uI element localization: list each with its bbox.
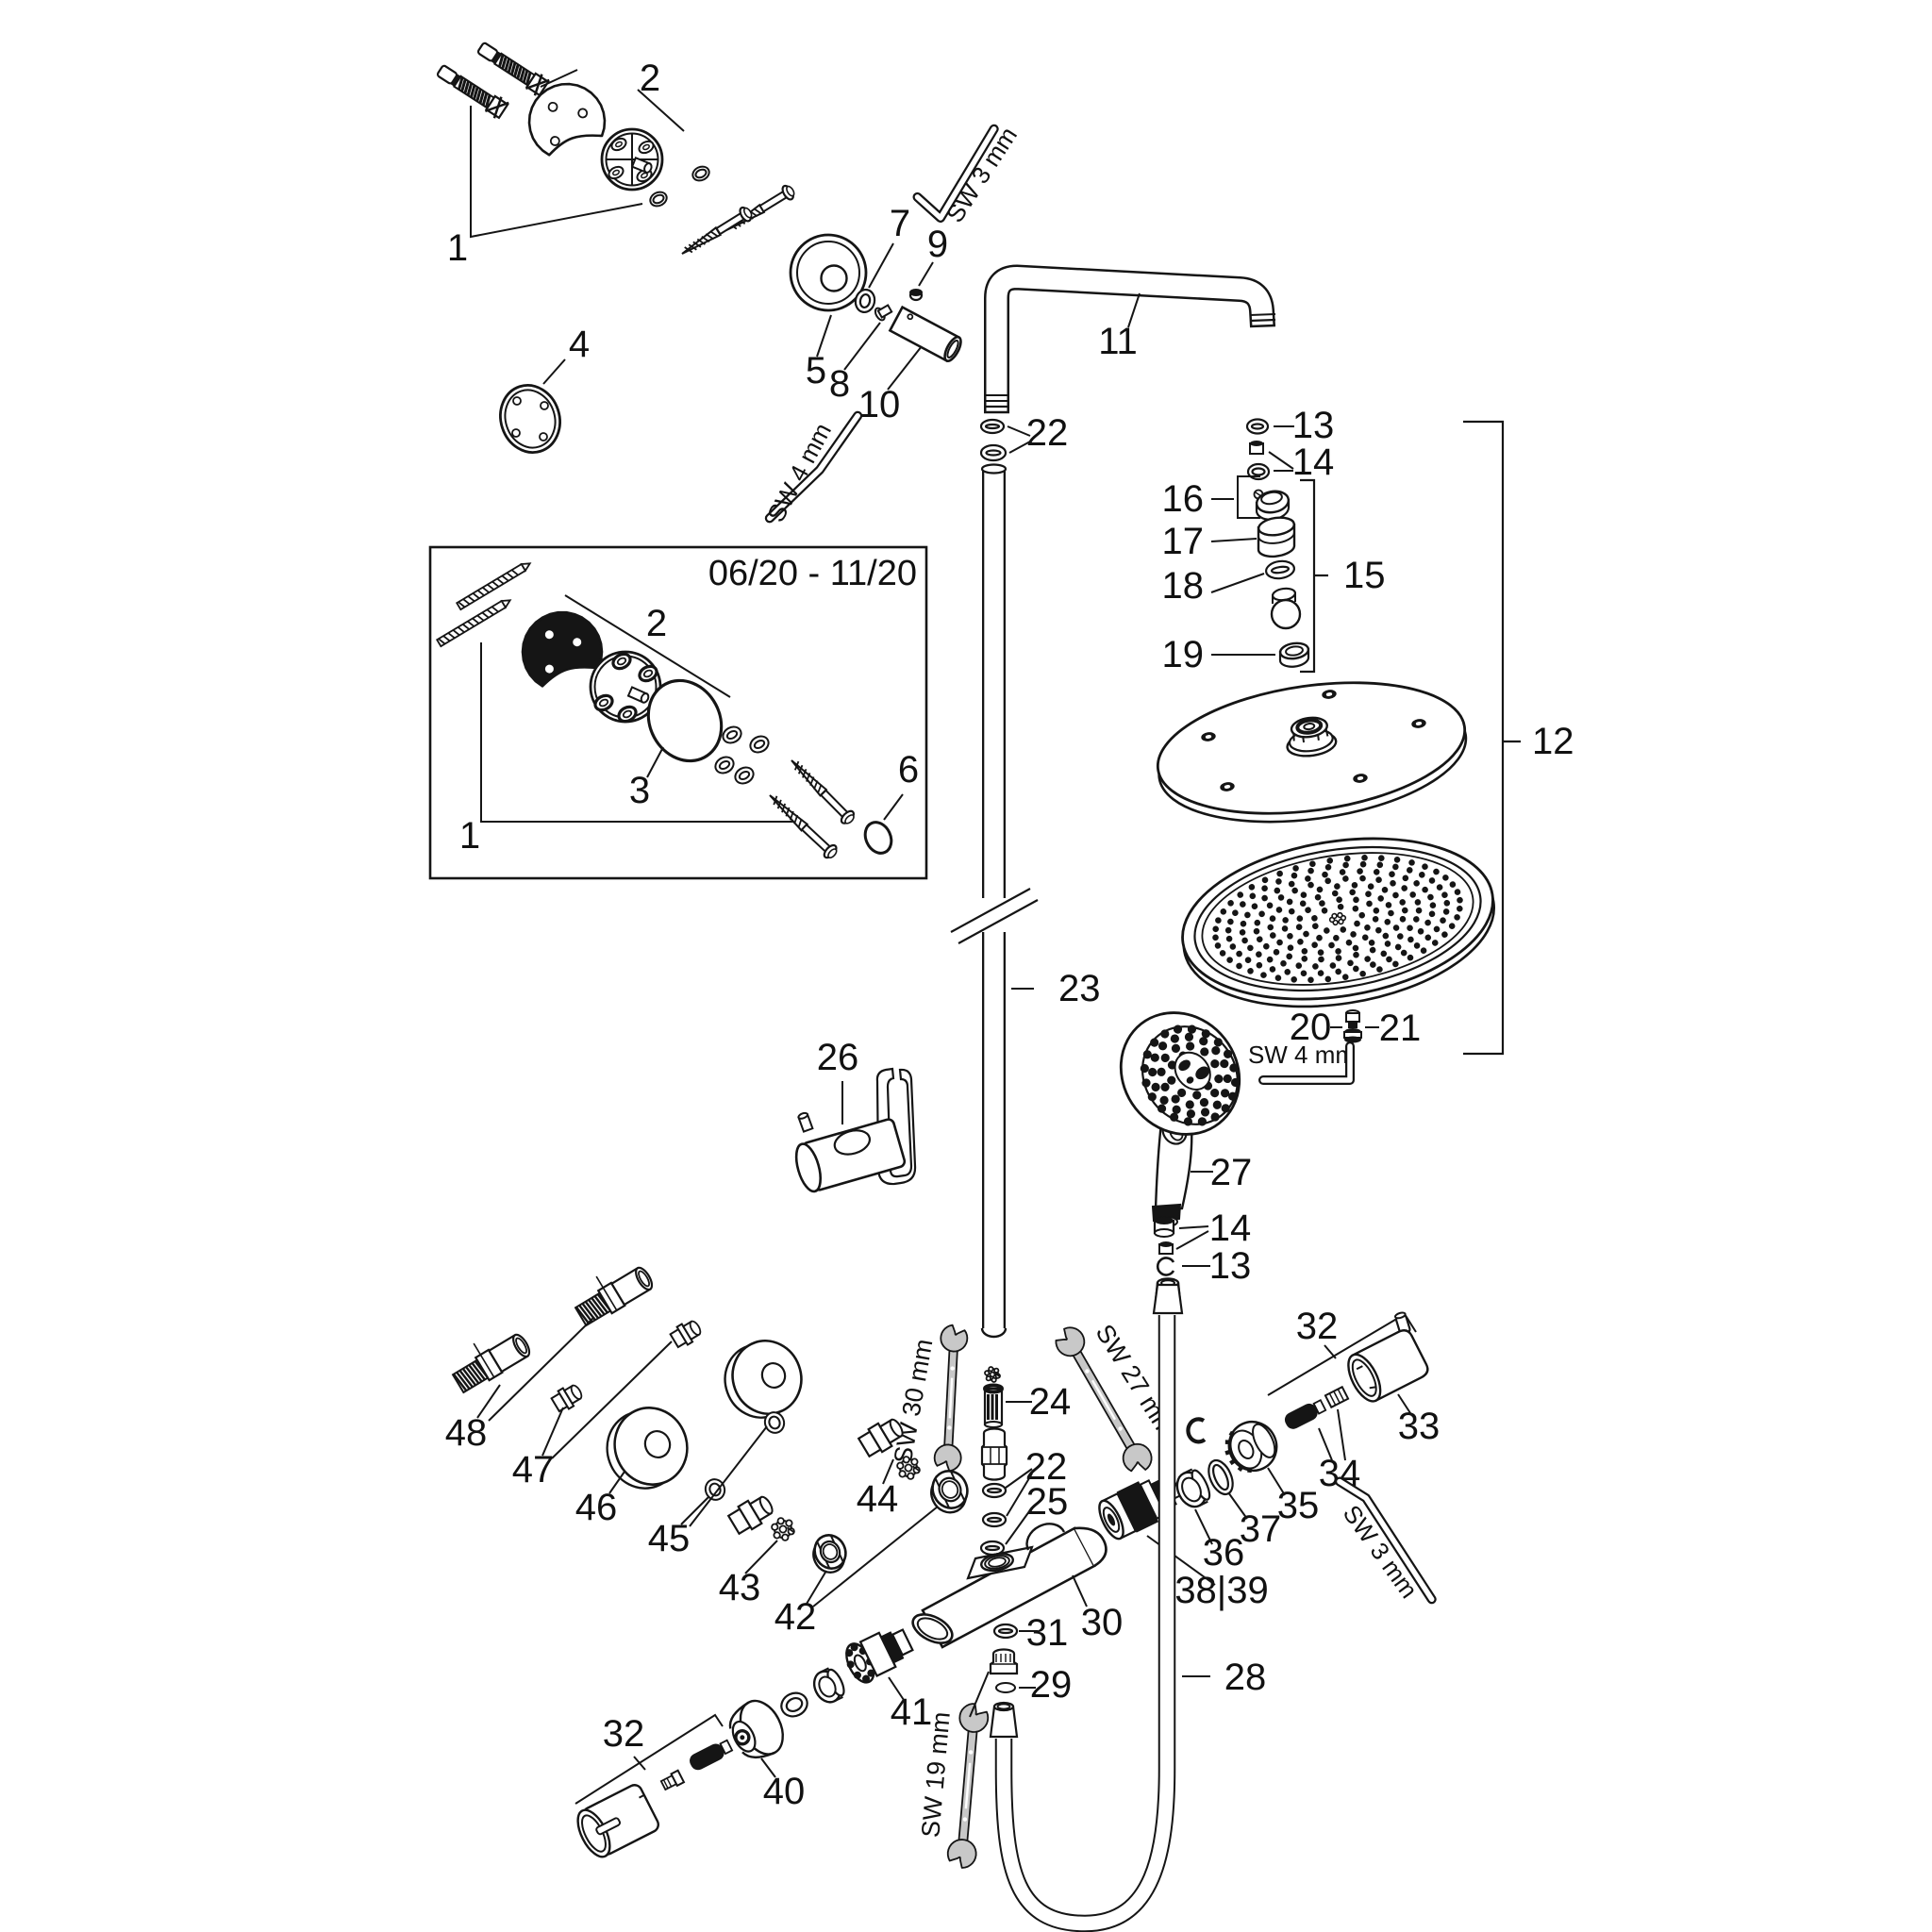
svg-text:14: 14 <box>1292 441 1335 483</box>
svg-text:SW 4 mm: SW 4 mm <box>1248 1041 1356 1069</box>
svg-text:47: 47 <box>512 1449 555 1491</box>
svg-text:41: 41 <box>891 1691 933 1733</box>
svg-text:26: 26 <box>817 1037 859 1078</box>
svg-text:32: 32 <box>603 1713 645 1755</box>
svg-text:19: 19 <box>1162 634 1205 675</box>
svg-text:14: 14 <box>1209 1208 1252 1249</box>
svg-text:43: 43 <box>719 1567 761 1608</box>
svg-text:18: 18 <box>1162 565 1205 607</box>
svg-text:1: 1 <box>447 227 468 269</box>
svg-text:44: 44 <box>857 1478 899 1520</box>
svg-text:06/20 - 11/20: 06/20 - 11/20 <box>708 554 917 593</box>
svg-text:35: 35 <box>1277 1485 1320 1526</box>
svg-text:24: 24 <box>1029 1381 1072 1423</box>
svg-text:11: 11 <box>1098 321 1138 362</box>
svg-text:42: 42 <box>774 1596 817 1638</box>
svg-text:9: 9 <box>927 224 948 265</box>
svg-text:5: 5 <box>806 350 826 391</box>
svg-text:48: 48 <box>445 1412 488 1454</box>
svg-text:4: 4 <box>569 324 590 365</box>
svg-text:2: 2 <box>640 58 660 99</box>
svg-text:22: 22 <box>1025 1446 1068 1488</box>
svg-text:6: 6 <box>898 749 919 791</box>
svg-text:22: 22 <box>1026 412 1069 454</box>
svg-text:46: 46 <box>575 1487 618 1528</box>
svg-text:2: 2 <box>646 603 667 644</box>
svg-text:7: 7 <box>890 203 910 244</box>
svg-text:31: 31 <box>1026 1612 1069 1654</box>
svg-text:23: 23 <box>1058 968 1101 1009</box>
svg-text:17: 17 <box>1162 521 1205 562</box>
svg-text:37: 37 <box>1240 1508 1282 1550</box>
svg-text:8: 8 <box>829 363 850 405</box>
svg-text:33: 33 <box>1398 1406 1441 1447</box>
svg-text:12: 12 <box>1532 721 1574 762</box>
svg-text:38|39: 38|39 <box>1174 1570 1268 1611</box>
svg-text:13: 13 <box>1209 1245 1252 1287</box>
svg-text:1: 1 <box>459 815 480 857</box>
svg-text:40: 40 <box>763 1771 806 1812</box>
svg-text:3: 3 <box>629 770 650 811</box>
svg-text:45: 45 <box>648 1518 691 1559</box>
svg-text:28: 28 <box>1224 1657 1267 1698</box>
svg-text:25: 25 <box>1026 1481 1069 1523</box>
svg-text:27: 27 <box>1210 1152 1253 1193</box>
svg-text:16: 16 <box>1162 478 1205 520</box>
svg-text:13: 13 <box>1292 405 1335 446</box>
svg-text:29: 29 <box>1030 1664 1073 1706</box>
svg-text:20: 20 <box>1290 1007 1332 1048</box>
svg-text:32: 32 <box>1296 1306 1339 1347</box>
svg-text:21: 21 <box>1379 1008 1422 1049</box>
svg-text:10: 10 <box>858 384 901 425</box>
svg-text:15: 15 <box>1343 555 1386 596</box>
svg-text:30: 30 <box>1081 1602 1124 1643</box>
